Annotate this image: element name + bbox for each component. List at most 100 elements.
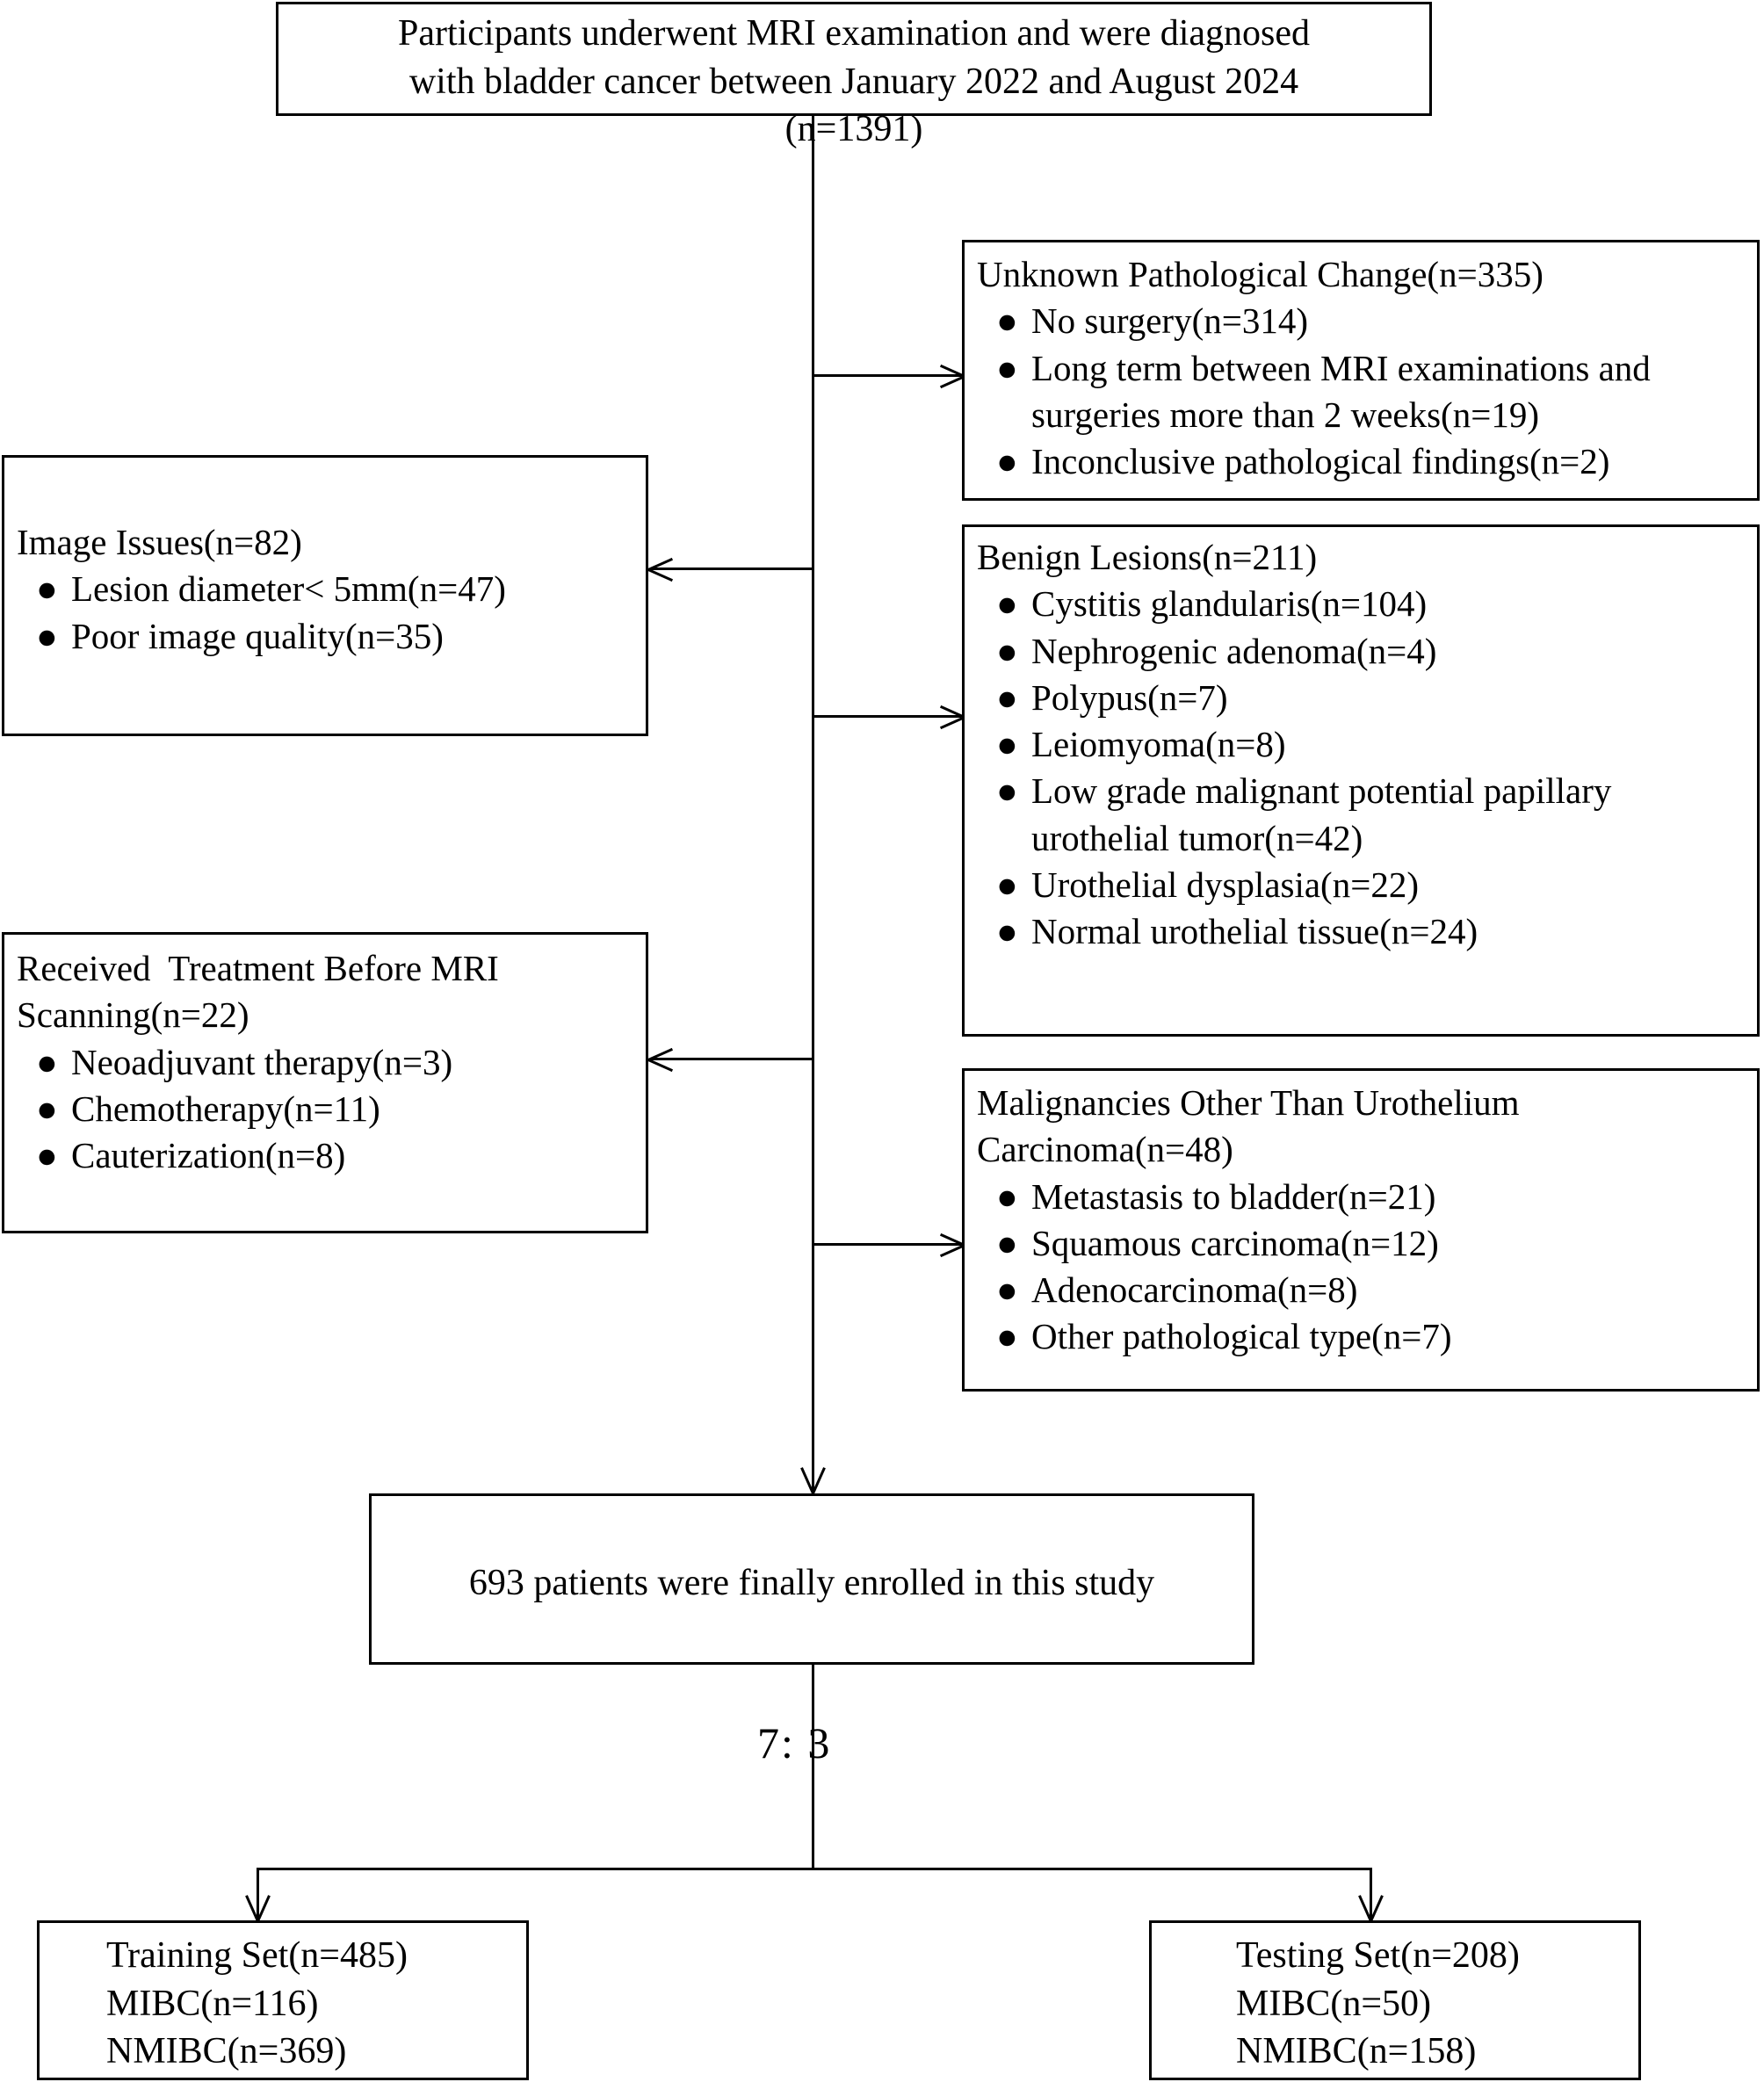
list-item-label: Cauterization(n=8) [71, 1135, 346, 1176]
fork-bar-line [257, 1868, 1372, 1870]
fork-drop-line-left [257, 1868, 259, 1922]
training-set-line-3: NMIBC(n=369) [106, 2031, 347, 2072]
prior-treatment-heading: Received Treatment Before MRI Scanning(n… [17, 948, 509, 1036]
list-item-label: Long term between MRI examinations and s… [1031, 347, 1651, 435]
other-malignancies-list: ● Metastasis to bladder(n=21) ● Squamous c… [977, 1174, 1750, 1361]
branch-line-other-malignancies [812, 1243, 961, 1246]
bullet-icon: ● [996, 347, 1018, 388]
fork-drop-line-right [1370, 1868, 1372, 1922]
unknown-pathology-list: ● No surgery(n=314) ● Long term between MR… [977, 298, 1750, 485]
image-issues-heading: Image Issues(n=82) [17, 522, 302, 562]
bullet-icon: ● [996, 1316, 1018, 1357]
bullet-icon: ● [36, 1041, 58, 1082]
benign-lesions-list: ● Cystitis glandularis(n=104) ● Nephrogeni… [977, 581, 1750, 955]
list-item-label: Inconclusive pathological findings(n=2) [1031, 441, 1610, 482]
arrowhead-final-cohort [799, 1465, 828, 1495]
testing-set-line-1: Testing Set(n=208) [1236, 1935, 1520, 1976]
enrollment-line-2: with bladder cancer between January 2022… [408, 61, 1299, 102]
list-item-label: Lesion diameter< 5mm(n=47) [71, 568, 506, 610]
list-item: ● Cystitis glandularis(n=104) [977, 581, 1750, 627]
list-item-label: Normal urothelial tissue(n=24) [1031, 911, 1478, 952]
testing-set-line-2: MIBC(n=50) [1236, 1983, 1432, 2024]
enrollment-line-3: (n=1391) [784, 109, 923, 150]
testing-set-line-3: NMIBC(n=158) [1236, 2031, 1477, 2072]
list-item: ● Cauterization(n=8) [17, 1132, 639, 1179]
enrollment-line-1: Participants underwent MRI examination a… [397, 13, 1311, 54]
list-item: ● Polypus(n=7) [977, 675, 1750, 721]
list-item: ● Low grade malignant potential papillary… [977, 768, 1750, 862]
arrowhead-image-issues [647, 555, 675, 585]
malignancies-other-than-urothelium-box: Malignancies Other Than Urothelium Carci… [962, 1068, 1760, 1392]
bullet-icon: ● [996, 724, 1018, 765]
list-item: ● Lesion diameter< 5mm(n=47) [17, 566, 639, 612]
list-item-label: No surgery(n=314) [1031, 300, 1309, 342]
unknown-pathological-change-box: Unknown Pathological Change(n=335) ● No s… [962, 240, 1760, 501]
arrowhead-prior-treatment [647, 1045, 675, 1075]
bullet-icon: ● [996, 300, 1018, 342]
bullet-icon: ● [996, 630, 1018, 671]
branch-line-unknown-pathology [812, 374, 961, 377]
testing-set-box: Testing Set(n=208) MIBC(n=50) NMIBC(n=15… [1149, 1920, 1641, 2080]
list-item: ● Nephrogenic adenoma(n=4) [977, 628, 1750, 675]
benign-lesions-box: Benign Lesions(n=211) ● Cystitis glandula… [962, 524, 1760, 1037]
other-malignancies-heading: Malignancies Other Than Urothelium Carci… [977, 1082, 1529, 1170]
bullet-icon: ● [996, 583, 1018, 625]
training-set-line-2: MIBC(n=116) [106, 1983, 319, 2024]
list-item: ● Other pathological type(n=7) [977, 1313, 1750, 1360]
bullet-icon: ● [36, 1135, 58, 1176]
list-item: ● No surgery(n=314) [977, 298, 1750, 344]
bullet-icon: ● [996, 676, 1018, 718]
list-item: ●Adenocarcinoma(n=8) [977, 1267, 1750, 1313]
bullet-icon: ● [996, 911, 1018, 952]
training-set-line-1: Training Set(n=485) [106, 1935, 408, 1976]
split-ratio-label: 7: 3 [757, 1718, 832, 1768]
spine-line-main [812, 116, 814, 1495]
list-item-label: Polypus(n=7) [1031, 676, 1228, 718]
image-issues-list: ● Lesion diameter< 5mm(n=47) ●Poor image … [17, 566, 639, 660]
bullet-icon: ● [996, 441, 1018, 482]
list-item: ● Squamous carcinoma(n=12) [977, 1220, 1750, 1267]
bullet-icon: ● [996, 1222, 1018, 1263]
bullet-icon: ● [36, 1088, 58, 1129]
bullet-icon: ● [36, 568, 58, 610]
arrowhead-training-set [243, 1893, 273, 1923]
list-item-label: Other pathological type(n=7) [1031, 1316, 1452, 1357]
list-item-label: Nephrogenic adenoma(n=4) [1031, 630, 1437, 671]
branch-line-image-issues [650, 567, 813, 570]
arrowhead-benign-lesions [938, 703, 965, 733]
list-item-label: Squamous carcinoma(n=12) [1031, 1222, 1439, 1263]
list-item: ● Long term between MRI examinations and … [977, 345, 1750, 439]
arrowhead-other-malignancies [938, 1231, 965, 1261]
bullet-icon: ● [996, 770, 1018, 812]
list-item-label: Neoadjuvant therapy(n=3) [71, 1041, 453, 1082]
list-item: ● Neoadjuvant therapy(n=3) [17, 1039, 639, 1086]
list-item: ●Poor image quality(n=35) [17, 613, 639, 660]
bullet-icon: ● [996, 1269, 1018, 1311]
bullet-icon: ● [996, 864, 1018, 906]
list-item-label: Low grade malignant potential papillary … [1031, 770, 1612, 858]
arrowhead-testing-set [1356, 1893, 1386, 1923]
branch-line-prior-treatment [650, 1058, 813, 1060]
bullet-icon: ● [996, 1175, 1018, 1217]
benign-lesions-heading: Benign Lesions(n=211) [977, 537, 1318, 577]
list-item-label: Urothelial dysplasia(n=22) [1031, 864, 1419, 906]
list-item-label: Poor image quality(n=35) [71, 615, 444, 656]
list-item: ● Urothelial dysplasia(n=22) [977, 862, 1750, 908]
list-item-label: Metastasis to bladder(n=21) [1031, 1175, 1436, 1217]
unknown-pathology-heading: Unknown Pathological Change(n=335) [977, 254, 1544, 294]
list-item: ● Metastasis to bladder(n=21) [977, 1174, 1750, 1220]
list-item-label: Chemotherapy(n=11) [71, 1088, 380, 1129]
list-item: ● Leiomyoma(n=8) [977, 721, 1750, 768]
branch-line-benign-lesions [812, 715, 961, 718]
list-item-label: Cystitis glandularis(n=104) [1031, 583, 1428, 625]
list-item: ● Inconclusive pathological findings(n=2) [977, 438, 1750, 485]
arrowhead-unknown-pathology [938, 362, 965, 392]
image-issues-box: Image Issues(n=82) ● Lesion diameter< 5mm… [2, 455, 648, 736]
training-set-box: Training Set(n=485) MIBC(n=116) NMIBC(n=… [37, 1920, 529, 2080]
enrollment-box: Participants underwent MRI examination a… [276, 2, 1432, 149]
list-item-label: Leiomyoma(n=8) [1031, 724, 1286, 765]
split-stem-line [812, 1665, 814, 1869]
prior-treatment-list: ● Neoadjuvant therapy(n=3) ● Chemotherapy(… [17, 1039, 639, 1180]
list-item: ● Chemotherapy(n=11) [17, 1086, 639, 1132]
